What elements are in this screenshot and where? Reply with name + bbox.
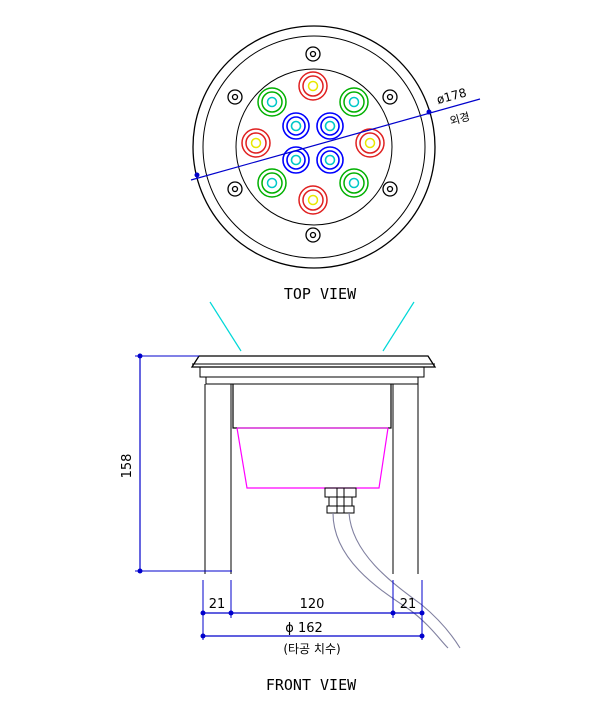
- dim-left-label: 21: [209, 597, 226, 612]
- led-green: [339, 168, 369, 198]
- diameter-note: 외경: [448, 110, 471, 128]
- inner-rim: [202, 35, 426, 259]
- screw: [382, 89, 398, 105]
- width-dimensions: 21 120 21: [200, 580, 425, 640]
- led-red: [298, 185, 328, 215]
- screw: [227, 89, 243, 105]
- led-red: [355, 128, 385, 158]
- front-view: 158 21 120 21 ϕ 162 (타공 치수) FRONT VIEW: [120, 301, 461, 694]
- hole-diameter-label: ϕ 162: [285, 621, 323, 636]
- dim-center-label: 120: [300, 597, 325, 612]
- screw: [305, 227, 321, 243]
- led-red: [241, 128, 271, 158]
- hole-dimension: ϕ 162 (타공 치수): [200, 621, 425, 656]
- led-blue: [282, 112, 310, 140]
- embed-sleeve: [204, 384, 419, 574]
- cable: [332, 512, 449, 649]
- top-flange: [190, 355, 437, 368]
- screw: [227, 181, 243, 197]
- led-blue: [316, 112, 344, 140]
- lamp-body-lower: [236, 427, 389, 489]
- screws: [227, 46, 398, 243]
- light-beam-right: [382, 301, 415, 352]
- outer-rim: [192, 25, 436, 269]
- height-dimension: 158: [120, 353, 232, 574]
- light-beam-left: [209, 301, 242, 352]
- led-green: [257, 87, 287, 117]
- lens-window: [235, 68, 393, 226]
- cable-gland: [324, 487, 357, 514]
- flange-ring: [199, 366, 425, 378]
- lamp-body-upper: [232, 384, 392, 429]
- top-view-title: TOP VIEW: [284, 285, 357, 303]
- front-view-title: FRONT VIEW: [266, 676, 357, 694]
- led-green: [257, 168, 287, 198]
- led-red: [298, 71, 328, 101]
- screw: [305, 46, 321, 62]
- led-blue: [316, 146, 344, 174]
- dim-right-label: 21: [400, 597, 417, 612]
- height-label: 158: [120, 454, 135, 479]
- screw: [382, 181, 398, 197]
- hole-note-label: (타공 치수): [283, 642, 340, 656]
- top-view: ø178 외경 TOP VIEW: [190, 25, 481, 303]
- led-green: [339, 87, 369, 117]
